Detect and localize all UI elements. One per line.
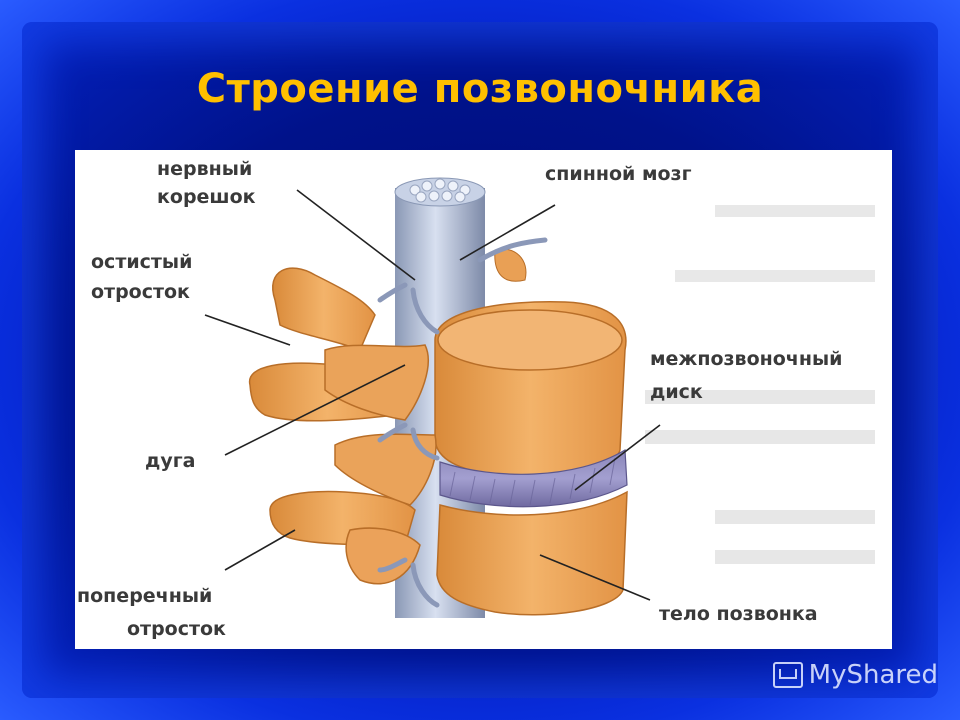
label-spinal-cord: спинной мозг [545,163,692,185]
slide-title: Строение позвоночника [196,66,764,112]
label-spinous-process-line2: отросток [91,281,190,303]
label-intervertebral-disc-line2: диск [650,381,703,403]
watermark: MyShared [772,660,938,690]
label-spinous-process-line1: остистый [91,251,192,273]
label-nerve-root-line1: нервный [157,158,252,180]
label-vertebral-body: тело позвонка [659,603,818,625]
presentation-icon [772,662,803,688]
label-transverse-process-line1: поперечный [77,585,212,607]
spine-diagram: нервный корешок спинной мозг остистый от… [75,150,892,649]
label-transverse-process-line2: отросток [127,618,226,640]
label-nerve-root-line2: корешок [157,186,256,208]
label-arch: дуга [145,450,195,472]
watermark-text: MyShared [808,660,938,690]
label-intervertebral-disc-line1: межпозвоночный [650,348,842,370]
spine-illustration: нервный корешок спинной мозг остистый от… [77,158,875,640]
